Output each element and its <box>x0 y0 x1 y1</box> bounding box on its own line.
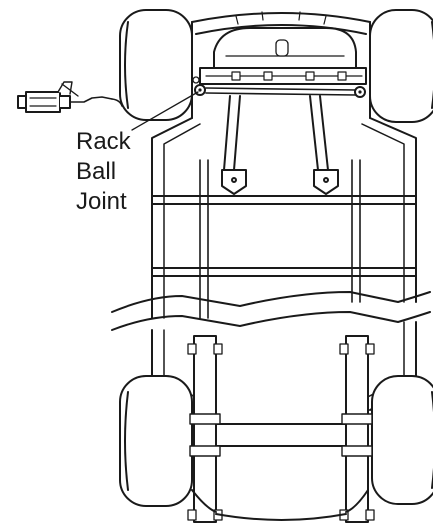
callout-line-3: Joint <box>76 188 127 215</box>
front-cross-tubes <box>221 95 339 195</box>
rear-right-tire <box>371 375 433 505</box>
front-right-tire <box>369 9 433 123</box>
frame-front-section <box>151 117 417 319</box>
rack-ball-joint-label: Rack Ball Joint <box>76 127 131 217</box>
callout-line-2: Ball <box>76 158 117 185</box>
grease-gun <box>17 81 123 113</box>
rear-body-outline <box>191 489 369 521</box>
callout-line-1: Rack <box>76 128 131 155</box>
front-body-outline <box>191 11 371 119</box>
rear-left-tire <box>119 375 193 507</box>
frame-break-lines <box>111 291 431 331</box>
front-left-tire <box>119 9 193 121</box>
callout-leader-line <box>131 91 199 131</box>
steering-rack-assembly <box>199 27 367 96</box>
rear-suspension <box>187 335 375 523</box>
rack-ball-joint-right <box>354 86 366 98</box>
